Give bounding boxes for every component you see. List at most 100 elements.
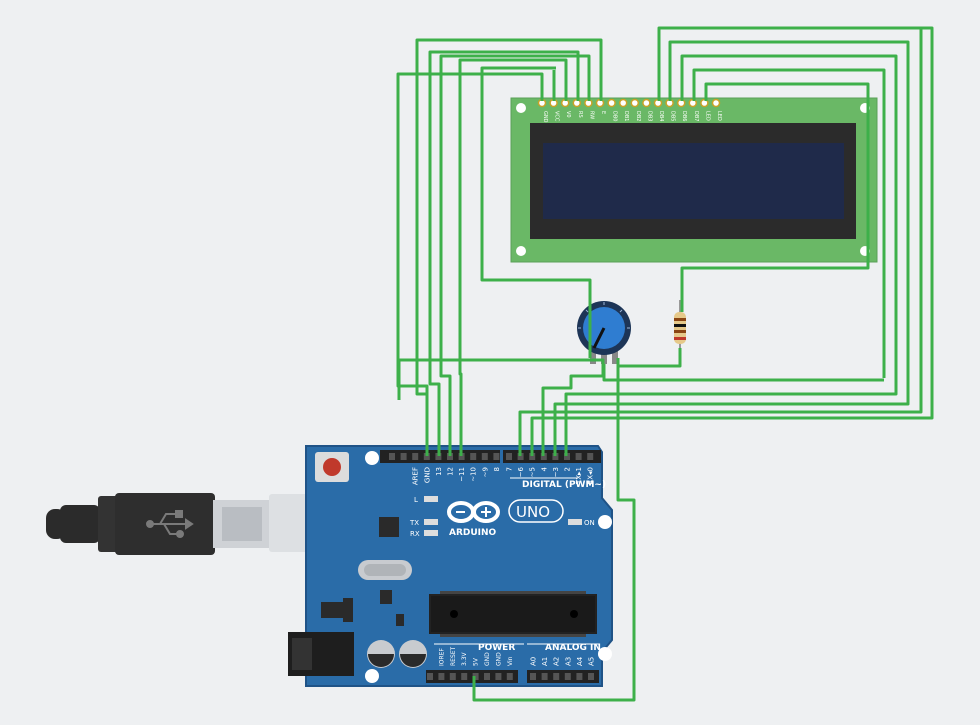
lcd-pin-label: RS	[577, 111, 583, 118]
lcd-screen	[543, 143, 844, 219]
capacitor	[399, 640, 427, 668]
power-pin-label: 5V	[473, 657, 480, 666]
header-hole[interactable]	[484, 673, 490, 680]
header-hole[interactable]	[541, 673, 548, 680]
header-hole[interactable]	[506, 673, 513, 680]
lcd-pin-label: V0	[565, 111, 571, 118]
lcd-pin-label: RW	[588, 111, 594, 119]
usb-icon	[146, 510, 194, 538]
atmega-chip	[429, 591, 597, 637]
wire	[530, 26, 934, 456]
wire	[692, 68, 886, 378]
crystal	[358, 560, 412, 580]
header-hole[interactable]	[587, 453, 594, 460]
header-hole[interactable]	[438, 673, 445, 680]
lcd-pin-label: VCC	[554, 111, 560, 122]
mount-hole	[598, 515, 612, 529]
header-hole[interactable]	[517, 453, 524, 460]
digital-pin-label: ~9	[481, 467, 489, 477]
lcd-pin[interactable]	[607, 98, 616, 108]
wire	[439, 54, 591, 456]
lcd-pin[interactable]	[711, 98, 721, 108]
header-hole[interactable]	[495, 673, 502, 680]
infinity-logo-icon	[447, 501, 500, 523]
header-hole[interactable]	[481, 453, 488, 460]
lcd-pin[interactable]	[700, 98, 709, 108]
potentiometer[interactable]	[577, 301, 631, 364]
header-hole[interactable]	[564, 453, 570, 460]
header-hole[interactable]	[588, 673, 594, 680]
header-hole[interactable]	[529, 453, 536, 460]
header-hole[interactable]	[461, 673, 468, 680]
header-hole[interactable]	[449, 673, 456, 680]
led-tx: TX	[409, 519, 438, 527]
digital-pin-label: ~6	[517, 466, 525, 477]
analog-pin-label: A2	[553, 657, 561, 666]
digital-pin-label: 7	[506, 467, 514, 471]
model-badge: UNO	[508, 499, 564, 523]
led-l: L	[414, 496, 438, 504]
header-hole[interactable]	[427, 673, 433, 680]
header-hole[interactable]	[540, 453, 547, 460]
resistor[interactable]	[674, 300, 686, 348]
lcd-pin-label: DB1	[623, 111, 629, 121]
pot-ticks	[578, 302, 630, 329]
analog-label: ANALOG IN	[545, 643, 601, 653]
header-hole[interactable]	[472, 673, 479, 680]
analog-pin-label: A0	[530, 657, 538, 666]
header-hole[interactable]	[564, 673, 571, 680]
lcd-pin-label: DB0	[612, 111, 618, 121]
svg-text:L: L	[414, 496, 418, 504]
wires[interactable]	[396, 26, 934, 702]
header-hole[interactable]	[506, 453, 512, 460]
lcd-pin-label: DB3	[646, 111, 652, 121]
digital-pin-label: 8	[493, 467, 501, 471]
power-pin-label: RESET	[450, 646, 457, 666]
power-header[interactable]	[426, 670, 518, 683]
header-hole[interactable]	[400, 453, 407, 460]
header-hole[interactable]	[552, 453, 559, 460]
digital-pin-label: 2	[564, 467, 572, 471]
digital-pin-label: 12	[447, 467, 455, 476]
lcd-pin-label: DB4	[658, 111, 664, 121]
smd-chip	[380, 590, 392, 604]
header-hole[interactable]	[576, 673, 583, 680]
header-hole[interactable]	[575, 453, 582, 460]
digital-pin-label: ~11	[458, 467, 466, 482]
header-hole[interactable]	[470, 453, 477, 460]
header-hole[interactable]	[412, 453, 419, 460]
wire	[518, 28, 923, 456]
power-pin-label: Vin	[507, 656, 514, 666]
header-hole[interactable]	[458, 453, 465, 460]
power-label: POWER	[478, 643, 515, 653]
header-hole[interactable]	[530, 673, 536, 680]
analog-pin-label: A4	[576, 656, 584, 666]
reset-button[interactable]	[315, 452, 349, 482]
wire	[472, 358, 636, 702]
lcd-pin-label: E	[600, 111, 606, 114]
digital-pin-label: RX◂0	[587, 467, 595, 485]
lcd-pin[interactable]	[630, 98, 640, 108]
lcd-pin[interactable]	[618, 98, 628, 108]
wire	[458, 58, 568, 456]
wire	[396, 72, 544, 456]
wire	[564, 54, 898, 456]
power-jack[interactable]	[288, 632, 354, 676]
power-led: ON	[568, 519, 595, 527]
header-hole[interactable]	[493, 453, 500, 460]
header-hole[interactable]	[553, 673, 560, 680]
lcd-pin-label: LED	[704, 111, 710, 121]
header-hole[interactable]	[423, 453, 430, 460]
capacitor	[367, 640, 395, 668]
lcd-pin[interactable]	[642, 98, 651, 108]
header-hole[interactable]	[389, 453, 395, 460]
wire	[480, 66, 592, 358]
header-hole[interactable]	[447, 453, 453, 460]
power-pin-label: GND	[495, 652, 502, 666]
header-hole[interactable]	[435, 453, 442, 460]
digital-pin-label: GND	[423, 467, 431, 483]
pot-knob-indicator[interactable]	[592, 327, 606, 349]
